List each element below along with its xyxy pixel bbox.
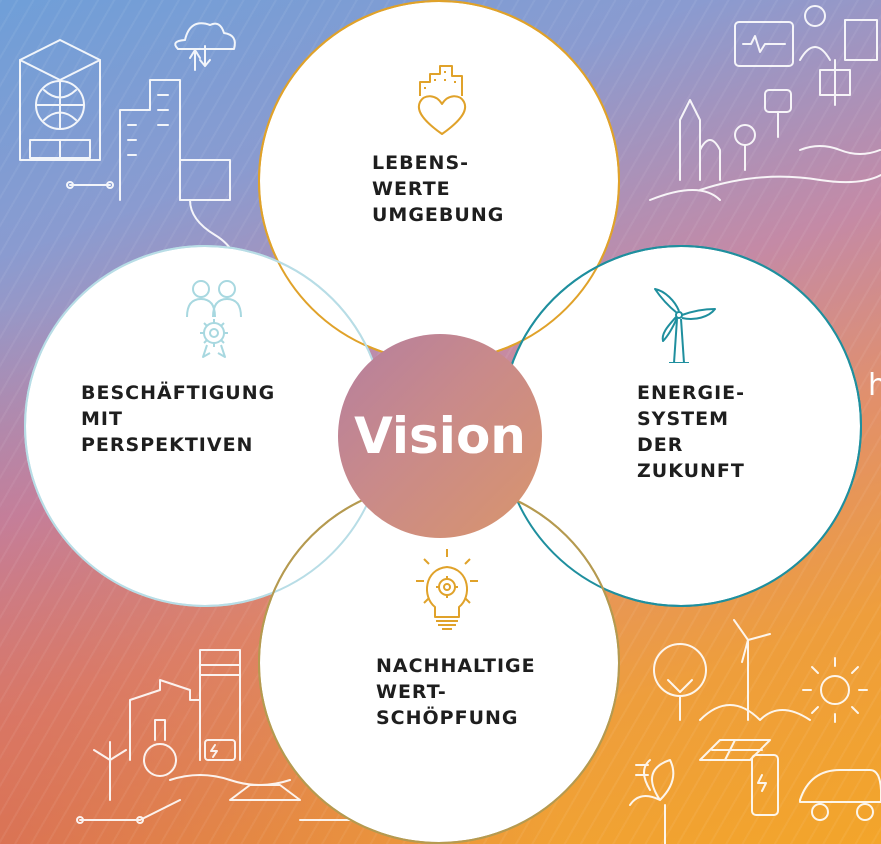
label-line: DER bbox=[637, 434, 684, 456]
label-line: WERT- bbox=[376, 681, 447, 703]
label-line: NACHHALTIGE bbox=[376, 655, 536, 677]
label-energiesystem-der-zukunft: ENERGIE- SYSTEM DER ZUKUNFT bbox=[637, 380, 745, 484]
people-gear-icon bbox=[186, 280, 242, 358]
vision-center-circle: Vision bbox=[338, 334, 542, 538]
label-line: UMGEBUNG bbox=[372, 204, 505, 226]
label-line: WERTE bbox=[372, 178, 451, 200]
label-line: ENERGIE- bbox=[637, 382, 746, 404]
education-city-illustration bbox=[19, 22, 241, 281]
health-village-illustration bbox=[649, 5, 881, 201]
lightbulb-gear-icon bbox=[416, 549, 478, 630]
label-nachhaltige-wertschoepfung: NACHHALTIGE WERT- SCHÖPFUNG bbox=[376, 653, 536, 731]
label-lebenswerte-umgebung: LEBENS- WERTE UMGEBUNG bbox=[372, 150, 504, 228]
label-line: PERSPEKTIVEN bbox=[81, 434, 254, 456]
wind-turbine-icon bbox=[654, 288, 716, 363]
label-line: BESCHÄFTIGUNG bbox=[81, 382, 276, 404]
label-line: SCHÖPFUNG bbox=[376, 707, 519, 729]
label-line: ZUKUNFT bbox=[637, 460, 745, 482]
label-beschaeftigung-mit-perspektiven: BESCHÄFTIGUNG MIT PERSPEKTIVEN bbox=[81, 380, 275, 458]
label-line: SYSTEM bbox=[637, 408, 729, 430]
label-line: MIT bbox=[81, 408, 123, 430]
green-energy-illustration bbox=[629, 619, 881, 844]
vision-label: Vision bbox=[354, 407, 526, 465]
label-line: LEBENS- bbox=[372, 152, 470, 174]
heart-city-icon bbox=[417, 65, 467, 135]
cropped-edge-text: h bbox=[868, 368, 881, 403]
